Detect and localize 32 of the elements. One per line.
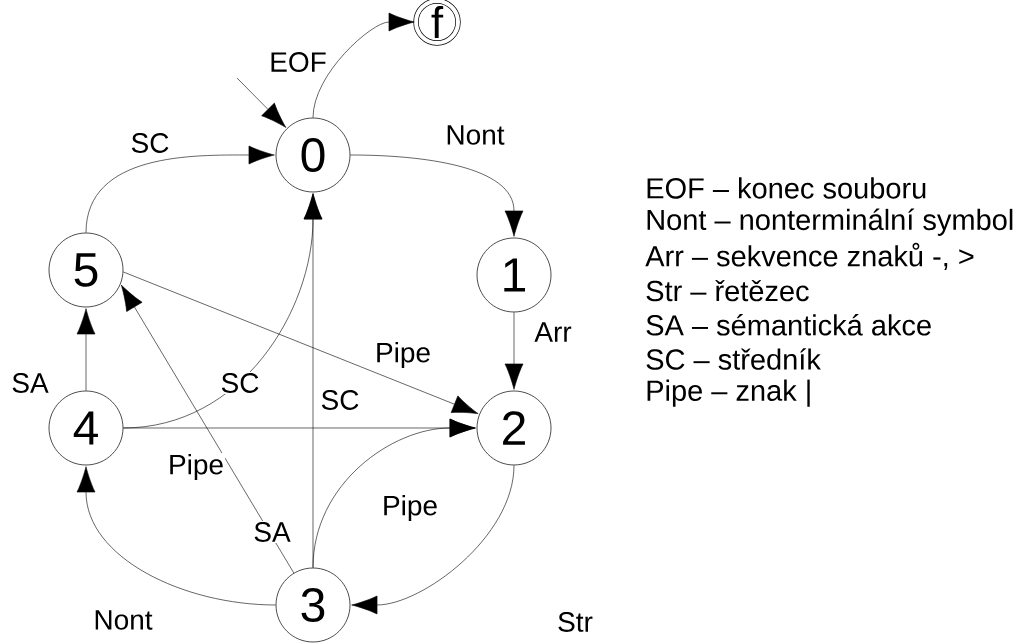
arrow	[504, 312, 524, 390]
legend-text: SA – sémantická akce	[646, 314, 931, 336]
edge-label: SC	[219, 372, 261, 394]
arrow	[85, 145, 275, 233]
edge-label: Nont	[92, 609, 154, 631]
edge-label: EOF	[268, 51, 328, 73]
arrow	[350, 154, 524, 237]
edge-label: Nont	[444, 124, 506, 146]
edge-label: SC	[129, 132, 171, 154]
edge-label: Pipe	[381, 493, 440, 523]
edge-label: SA	[252, 521, 292, 543]
edge-label: Str	[556, 611, 594, 633]
legend-text: Nont – nonterminální symbol	[647, 208, 1013, 236]
edge-label: Arr	[533, 321, 573, 343]
arrow	[312, 12, 415, 118]
edge-label: SA	[10, 372, 50, 394]
edge-label: Pipe	[374, 340, 433, 370]
arrow	[236, 77, 287, 128]
legend-text: EOF – konec souboru	[647, 177, 926, 199]
edge-label: Pipe	[167, 452, 226, 482]
legend-text: Str – řetězec	[646, 279, 809, 302]
arrow	[121, 284, 295, 574]
edge-label: SC	[319, 389, 361, 411]
arrow	[303, 193, 323, 568]
legend-text: Pipe – znak |	[647, 379, 810, 407]
arrow	[351, 465, 515, 615]
legend-text: Arr – sekvence znaků -, >	[645, 242, 974, 270]
arrow	[123, 271, 479, 414]
arrow	[76, 308, 96, 391]
arrow	[312, 418, 476, 568]
arrow	[76, 466, 276, 606]
legend-text: SC – středník	[646, 348, 821, 370]
